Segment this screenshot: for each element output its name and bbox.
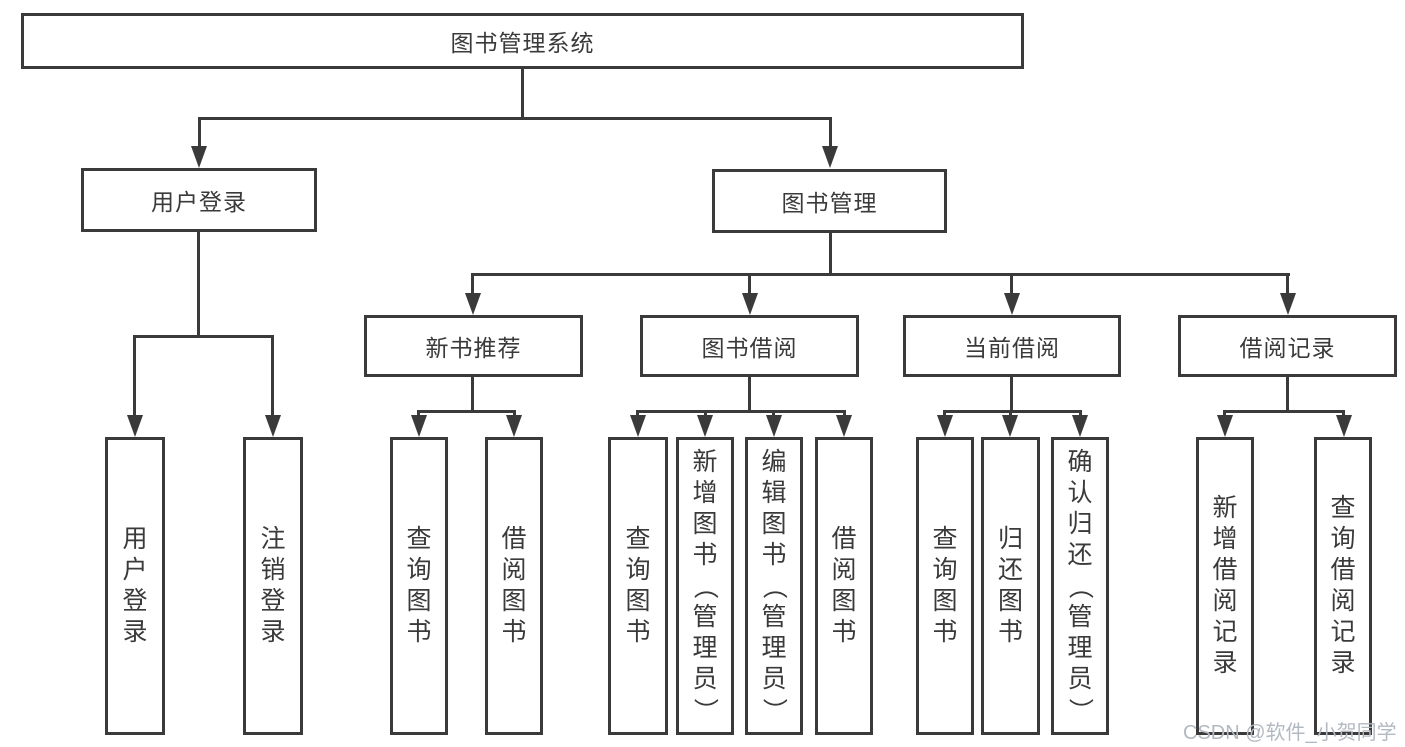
connector-user-login-branch-2 — [271, 335, 274, 420]
node-borrow-records-label: 借阅记录 — [1239, 335, 1336, 361]
arrow-to-leaf-logout — [265, 415, 281, 437]
node-book-management: 图书管理 — [712, 169, 947, 233]
node-borrow-records: 借阅记录 — [1178, 315, 1397, 377]
connector-book-mgmt-branch-2 — [748, 273, 751, 295]
leaf-current-query-books: 查询图书 — [916, 437, 974, 735]
connector-root-hline — [198, 117, 832, 120]
arrow-to-leaf-recommend-query — [411, 415, 427, 437]
leaf-edit-books-admin: 编辑图书（管理员） — [745, 437, 803, 735]
leaf-return-books-label: 归还图书 — [997, 525, 1023, 646]
connector-recommend-hline — [417, 410, 516, 413]
node-book-management-label: 图书管理 — [781, 190, 878, 216]
leaf-borrow-books: 借阅图书 — [815, 437, 873, 735]
leaf-return-books: 归还图书 — [981, 437, 1040, 735]
arrow-to-user-login — [191, 146, 207, 168]
arrow-to-leaf-borrow-books — [836, 415, 852, 437]
node-current-borrow-label: 当前借阅 — [964, 335, 1060, 361]
node-book-borrow-label: 图书借阅 — [701, 335, 798, 361]
leaf-add-books-admin-label: 新增图书（管理员） — [691, 447, 720, 723]
connector-borrow-stem — [748, 377, 751, 410]
leaf-logout-label: 注销登录 — [260, 525, 286, 646]
arrow-to-leaf-user-login — [127, 415, 143, 437]
arrow-to-leaf-borrow-query — [630, 415, 646, 437]
leaf-add-borrow-record: 新增借阅记录 — [1196, 437, 1254, 735]
arrow-to-leaf-add-books — [697, 415, 713, 437]
arrow-to-leaf-recommend-borrow — [506, 415, 522, 437]
node-new-book-recommend: 新书推荐 — [364, 315, 583, 377]
leaf-logout: 注销登录 — [243, 437, 303, 735]
connector-book-mgmt-hline — [471, 273, 1290, 276]
arrow-to-leaf-current-query — [937, 415, 953, 437]
connector-user-login-branch-1 — [133, 335, 136, 420]
connector-book-mgmt-branch-4 — [1286, 273, 1289, 295]
leaf-recommend-query-books-label: 查询图书 — [406, 525, 432, 646]
arrow-to-new-book-recommend — [465, 293, 481, 315]
connector-current-hline — [943, 410, 1082, 413]
leaf-current-query-books-label: 查询图书 — [932, 525, 958, 646]
leaf-borrow-books-label: 借阅图书 — [831, 525, 857, 646]
leaf-confirm-return-admin-label: 确认归还（管理员） — [1066, 447, 1095, 723]
arrow-to-borrow-records — [1280, 293, 1296, 315]
connector-root-branch-left — [198, 117, 201, 150]
arrow-to-leaf-return-books — [1002, 415, 1018, 437]
arrow-to-leaf-edit-books — [766, 415, 782, 437]
node-root: 图书管理系统 — [21, 13, 1024, 69]
arrow-to-book-management — [822, 146, 838, 168]
connector-book-mgmt-stem — [829, 233, 832, 273]
arrow-to-leaf-add-record — [1217, 415, 1233, 437]
connector-current-stem — [1010, 377, 1013, 410]
leaf-query-borrow-record: 查询借阅记录 — [1314, 437, 1372, 735]
arrow-to-book-borrow — [742, 293, 758, 315]
node-user-login-label: 用户登录 — [151, 189, 247, 215]
connector-user-login-stem — [197, 232, 200, 335]
leaf-query-borrow-record-label: 查询借阅记录 — [1330, 494, 1356, 677]
node-current-borrow: 当前借阅 — [903, 315, 1121, 377]
connector-records-hline — [1223, 410, 1345, 413]
node-new-book-recommend-label: 新书推荐 — [425, 335, 522, 361]
node-user-login: 用户登录 — [81, 168, 317, 232]
connector-records-stem — [1286, 377, 1289, 410]
leaf-add-borrow-record-label: 新增借阅记录 — [1212, 494, 1238, 677]
leaf-recommend-query-books: 查询图书 — [390, 437, 448, 735]
connector-book-mgmt-branch-3 — [1010, 273, 1013, 295]
leaf-borrow-query-books: 查询图书 — [608, 437, 668, 735]
arrow-to-leaf-query-record — [1336, 415, 1352, 437]
connector-root-stem — [521, 69, 524, 117]
leaf-user-login: 用户登录 — [105, 437, 165, 735]
arrow-to-leaf-confirm-return — [1072, 415, 1088, 437]
leaf-user-login-label: 用户登录 — [122, 525, 148, 646]
connector-recommend-stem — [471, 377, 474, 410]
leaf-recommend-borrow-books: 借阅图书 — [485, 437, 543, 735]
csdn-watermark: CSDN @软件_小贺同学 — [1183, 722, 1397, 744]
leaf-recommend-borrow-books-label: 借阅图书 — [501, 525, 527, 646]
leaf-edit-books-admin-label: 编辑图书（管理员） — [760, 447, 789, 723]
connector-user-login-hline — [133, 335, 274, 338]
connector-book-mgmt-branch-1 — [471, 273, 474, 295]
connector-root-branch-right — [829, 117, 832, 150]
arrow-to-current-borrow — [1004, 293, 1020, 315]
leaf-add-books-admin: 新增图书（管理员） — [676, 437, 734, 735]
node-root-label: 图书管理系统 — [450, 30, 595, 56]
leaf-confirm-return-admin: 确认归还（管理员） — [1051, 437, 1109, 735]
leaf-borrow-query-books-label: 查询图书 — [625, 525, 651, 646]
node-book-borrow: 图书借阅 — [640, 315, 859, 377]
connector-borrow-hline — [636, 410, 846, 413]
